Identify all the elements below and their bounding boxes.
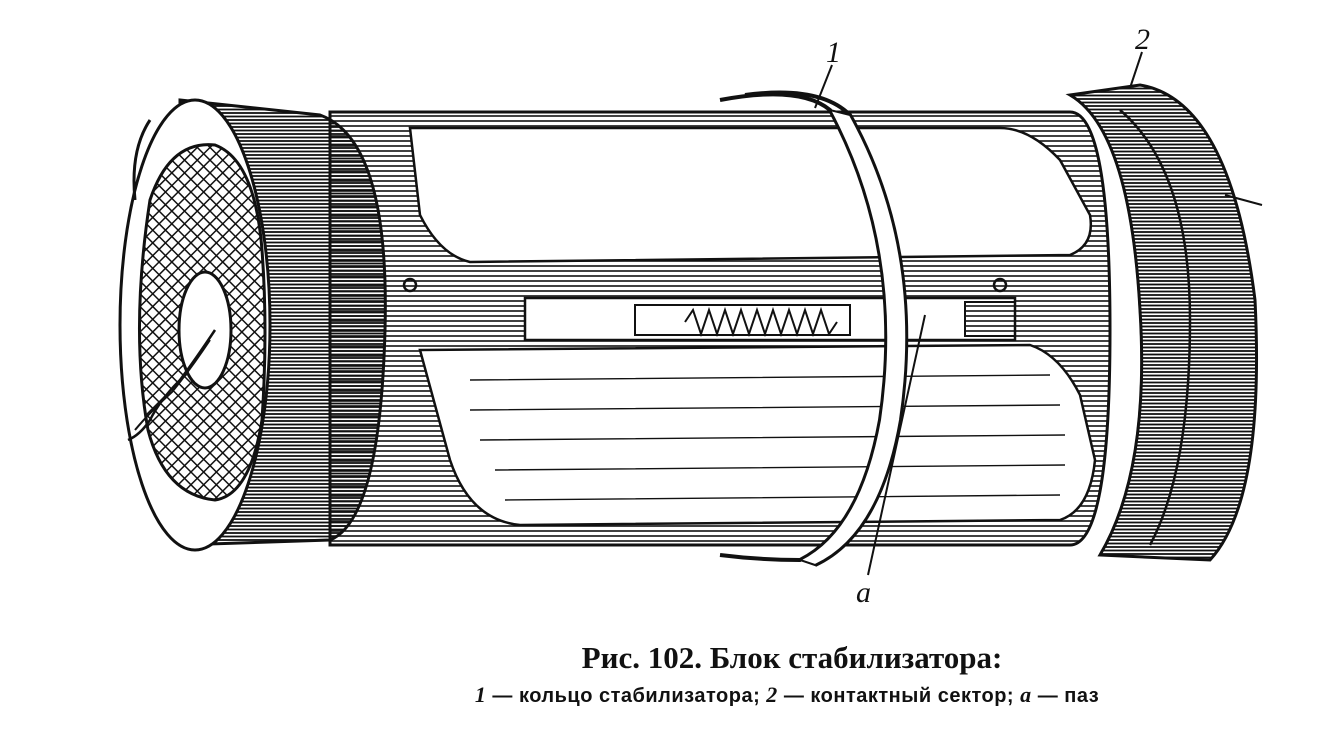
legend-num-2: 2: [766, 682, 778, 707]
figure-caption-legend: 1 — кольцо стабилизатора; 2 — контактный…: [0, 682, 1334, 708]
screw-left: [402, 277, 418, 293]
legend-text-2: — контактный сектор;: [783, 685, 1015, 707]
label-ring: 1: [826, 36, 841, 69]
leader-groove: [867, 314, 926, 576]
contact-sector: [1065, 83, 1263, 562]
stabilizer-block-drawing: [118, 51, 1263, 576]
screw-right: [992, 277, 1008, 293]
stabilizer-ring: [719, 90, 909, 567]
legend-num-1: 1: [474, 682, 487, 707]
mesh-membrane: [127, 143, 267, 502]
spring-slot: [402, 277, 1017, 342]
leader-ring: [814, 64, 833, 109]
legend-num-a: a: [1020, 682, 1032, 707]
label-groove: a: [856, 576, 871, 609]
figure-caption-title: Рис. 102. Блок стабилизатора:: [581, 640, 1003, 675]
legend-text-1: — кольцо стабилизатора;: [492, 685, 761, 707]
legend-text-a: — паз: [1037, 685, 1100, 707]
label-sector: 2: [1135, 23, 1150, 56]
leader-sector: [1129, 51, 1143, 89]
